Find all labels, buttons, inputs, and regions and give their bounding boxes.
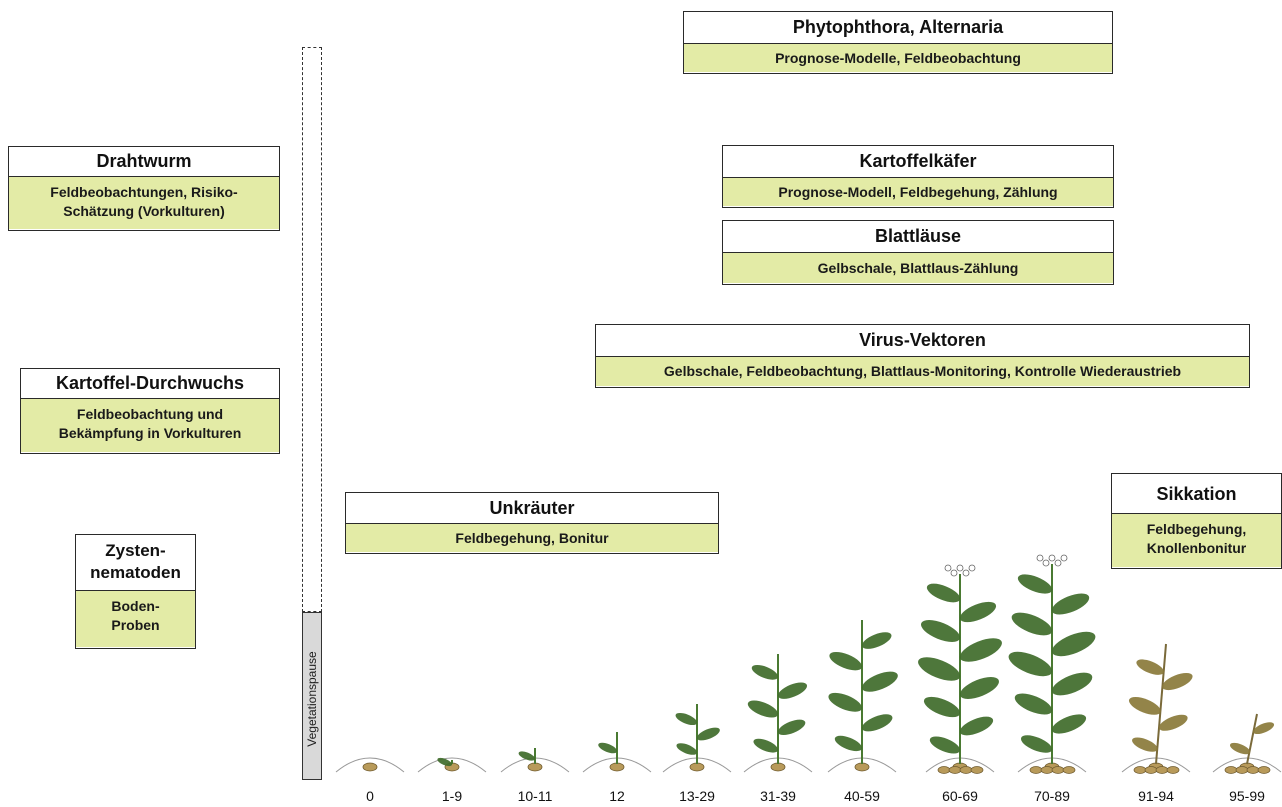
stage-label: 70-89 <box>1034 788 1070 804</box>
zysten-box: Zysten- nematoden Boden- Proben <box>75 534 196 649</box>
stage-label: 31-39 <box>760 788 796 804</box>
stage-label: 60-69 <box>942 788 978 804</box>
vegetation-pause-bar: Vegetationspause <box>302 47 322 780</box>
zysten-desc-line1: Boden- <box>111 598 160 614</box>
plant-stage-6 <box>827 620 898 773</box>
plant-stage-8 <box>1008 554 1096 774</box>
plant-stage-0 <box>335 757 405 773</box>
blattlaeuse-title: Blattläuse <box>723 221 1113 253</box>
stage-label: 10-11 <box>517 788 553 804</box>
vegetation-pause-solid-part <box>302 612 322 780</box>
unkraeuter-title: Unkräuter <box>346 493 718 524</box>
sikkation-desc-line1: Feldbegehung, <box>1146 521 1247 537</box>
virus-vektoren-title: Virus-Vektoren <box>596 325 1249 357</box>
zysten-title-line1: Zysten- <box>105 541 166 560</box>
stage-label: 40-59 <box>844 788 880 804</box>
phytophthora-desc: Prognose-Modelle, Feldbeobachtung <box>684 44 1112 72</box>
kartoffelkaefer-title: Kartoffelkäfer <box>723 146 1113 178</box>
virus-vektoren-desc: Gelbschale, Feldbeobachtung, Blattlaus-M… <box>596 357 1249 386</box>
sikkation-title: Sikkation <box>1112 474 1281 514</box>
stage-label: 12 <box>609 788 625 804</box>
drahtwurm-desc-line1: Feldbeobachtungen, Risiko- <box>50 184 238 200</box>
sikkation-desc: Feldbegehung, Knollenbonitur <box>1112 514 1281 567</box>
plant-stage-10 <box>1212 713 1282 774</box>
plant-stage-3 <box>582 732 652 773</box>
drahtwurm-desc: Feldbeobachtungen, Risiko- Schätzung (Vo… <box>9 177 279 229</box>
unkraeuter-desc: Feldbegehung, Bonitur <box>346 524 718 552</box>
sikkation-desc-line2: Knollenbonitur <box>1146 540 1247 556</box>
stage-label: 95-99 <box>1229 788 1265 804</box>
durchwuchs-desc-line2: Bekämpfung in Vorkulturen <box>58 425 242 441</box>
durchwuchs-desc: Feldbeobachtung und Bekämpfung in Vorkul… <box>21 399 279 452</box>
zysten-desc: Boden- Proben <box>76 591 195 647</box>
virus-vektoren-box: Virus-Vektoren Gelbschale, Feldbeobachtu… <box>595 324 1250 388</box>
stage-label: 1-9 <box>441 788 463 804</box>
stage-label: 0 <box>366 788 374 804</box>
zysten-title: Zysten- nematoden <box>76 535 195 591</box>
phytophthora-box: Phytophthora, Alternaria Prognose-Modell… <box>683 11 1113 74</box>
drahtwurm-desc-line2: Schätzung (Vorkulturen) <box>63 203 225 219</box>
vegetation-pause-dashed-part <box>302 47 322 612</box>
durchwuchs-title: Kartoffel-Durchwuchs <box>21 369 279 399</box>
sikkation-box: Sikkation Feldbegehung, Knollenbonitur <box>1111 473 1282 569</box>
blattlaeuse-box: Blattläuse Gelbschale, Blattlaus-Zählung <box>722 220 1114 285</box>
blattlaeuse-desc: Gelbschale, Blattlaus-Zählung <box>723 253 1113 283</box>
durchwuchs-box: Kartoffel-Durchwuchs Feldbeobachtung und… <box>20 368 280 454</box>
plant-stage-5 <box>743 654 813 773</box>
plant-stage-9 <box>1121 643 1193 774</box>
phytophthora-title: Phytophthora, Alternaria <box>684 12 1112 44</box>
kartoffelkaefer-desc: Prognose-Modell, Feldbegehung, Zählung <box>723 178 1113 206</box>
stage-label: 91-94 <box>1138 788 1174 804</box>
kartoffelkaefer-box: Kartoffelkäfer Prognose-Modell, Feldbege… <box>722 145 1114 208</box>
zysten-title-line2: nematoden <box>90 563 181 582</box>
drahtwurm-box: Drahtwurm Feldbeobachtungen, Risiko- Sch… <box>8 146 280 231</box>
zysten-desc-line2: Proben <box>111 617 160 633</box>
plant-stage-1 <box>417 757 487 773</box>
durchwuchs-desc-line1: Feldbeobachtung und <box>76 406 224 422</box>
plant-stage-2 <box>500 748 570 773</box>
stage-label: 13-29 <box>679 788 715 804</box>
drahtwurm-title: Drahtwurm <box>9 147 279 177</box>
plant-stage-7 <box>918 564 1002 774</box>
plant-stage-4 <box>662 704 732 773</box>
unkraeuter-box: Unkräuter Feldbegehung, Bonitur <box>345 492 719 554</box>
